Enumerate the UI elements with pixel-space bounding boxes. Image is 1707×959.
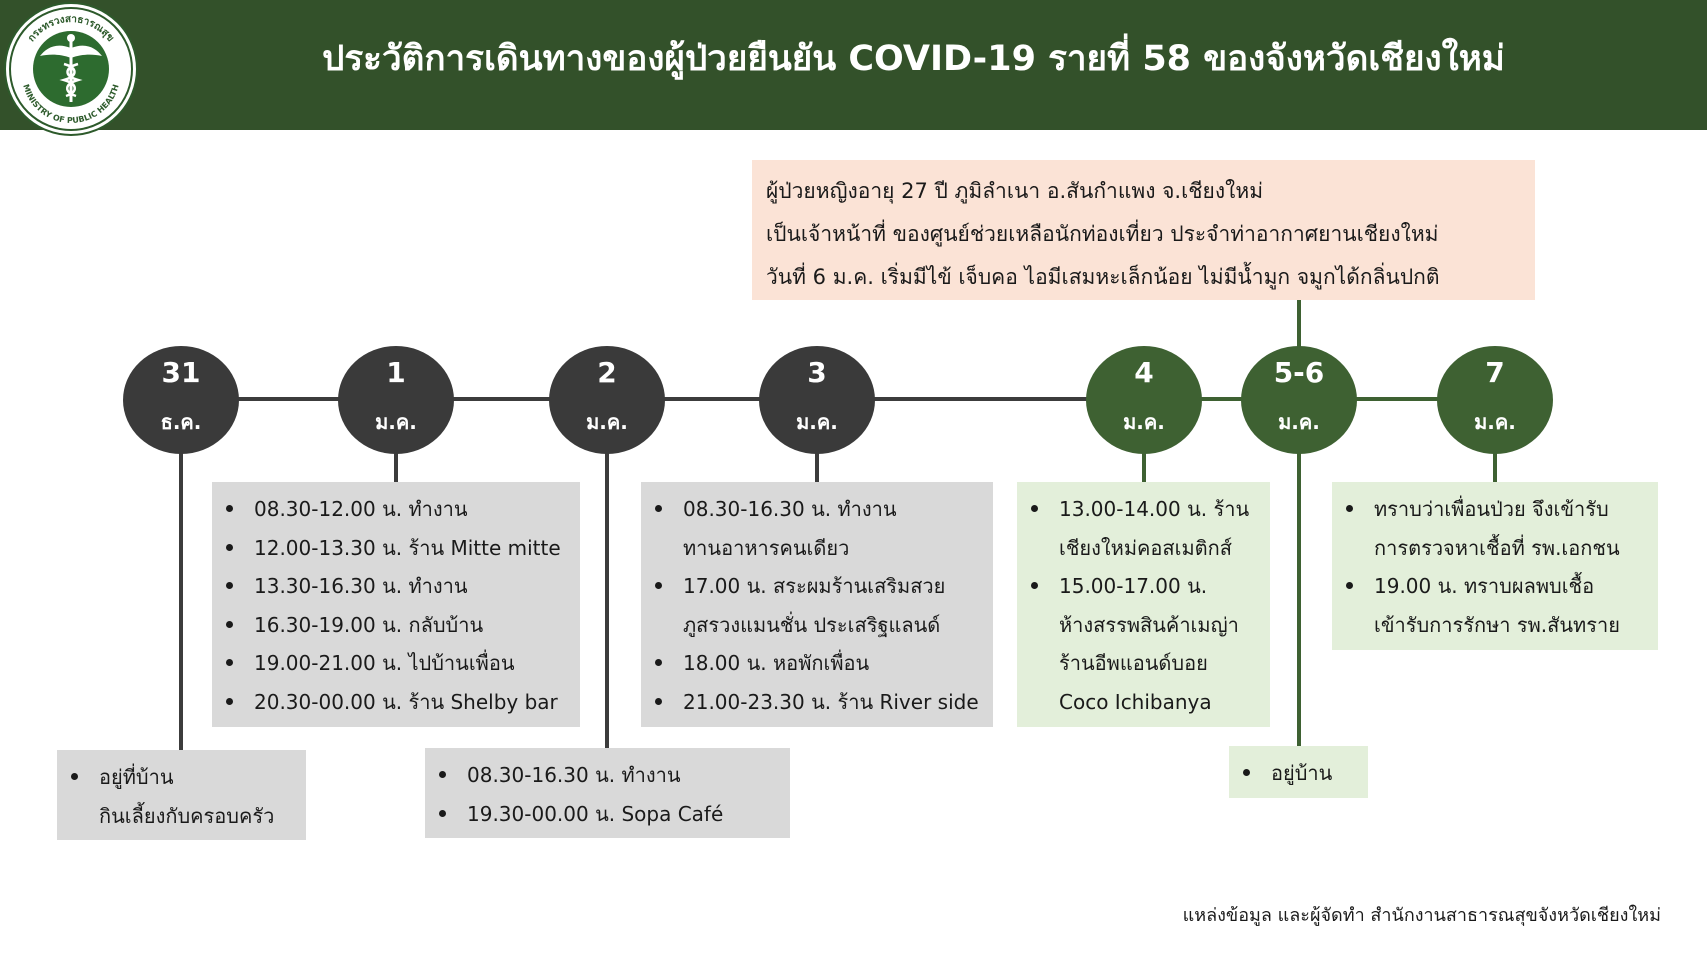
- node-day: 2: [597, 356, 617, 389]
- event-item: 17.00 น. สระผมร้านเสริมสวย ภูสรวงแมนชั่น…: [653, 567, 985, 644]
- event-item: อยู่ที่บ้าน กินเลี้ยงกับครอบครัว: [69, 758, 298, 835]
- page-title: ประวัติการเดินทางของผู้ป่วยยืนยัน COVID-…: [322, 39, 1505, 79]
- event-text: ร้านอีพแอนด์บอย: [1059, 651, 1208, 675]
- info-connector: [1297, 300, 1301, 352]
- event-text: เชียงใหม่คอสเมติกส์: [1059, 535, 1232, 560]
- connector-d56: [1297, 450, 1301, 750]
- events-1-jan: 08.30-12.00 น. ทำงาน 12.00-13.30 น. ร้าน…: [212, 482, 580, 727]
- node-day: 3: [807, 356, 827, 389]
- node-day: 5-6: [1273, 356, 1325, 389]
- connector-d31: [179, 450, 183, 750]
- patient-info-box: ผู้ป่วยหญิงอายุ 27 ปี ภูมิลำเนา อ.สันกำแ…: [752, 160, 1535, 300]
- node-month: ธ.ค.: [160, 410, 202, 434]
- event-item: 08.30-16.30 น. ทำงาน: [437, 756, 782, 795]
- node-day: 1: [386, 356, 406, 389]
- node-month: ม.ค.: [1278, 410, 1320, 434]
- event-item: 13.30-16.30 น. ทำงาน: [224, 567, 572, 606]
- connector-d2: [605, 450, 609, 750]
- timeline-node-2-jan: 2 ม.ค.: [549, 346, 665, 454]
- event-text: กินเลี้ยงกับครอบครัว: [99, 803, 275, 828]
- event-text: ภูสรวงแมนชั่น ประเสริฐแลนด์: [683, 612, 941, 637]
- node-month: ม.ค.: [796, 410, 838, 434]
- event-item: 13.00-14.00 น. ร้าน เชียงใหม่คอสเมติกส์: [1029, 490, 1262, 567]
- connector-d1: [394, 450, 398, 484]
- event-item: 20.30-00.00 น. ร้าน Shelby bar: [224, 683, 572, 722]
- event-item: ทราบว่าเพื่อนป่วย จึงเข้ารับ การตรวจหาเช…: [1344, 490, 1650, 567]
- node-month: ม.ค.: [586, 410, 628, 434]
- timeline-connector: [180, 397, 1180, 401]
- event-text: การตรวจหาเชื้อที่ รพ.เอกชน: [1374, 535, 1620, 560]
- event-item: 19.30-00.00 น. Sopa Café: [437, 795, 782, 834]
- connector-d4: [1142, 450, 1146, 484]
- info-line: วันที่ 6 ม.ค. เริ่มมีไข้ เจ็บคอ ไอมีเสมห…: [766, 265, 1440, 289]
- events-7-jan: ทราบว่าเพื่อนป่วย จึงเข้ารับ การตรวจหาเช…: [1332, 482, 1658, 650]
- event-item: 16.30-19.00 น. กลับบ้าน: [224, 606, 572, 645]
- timeline-node-5-6-jan: 5-6 ม.ค.: [1241, 346, 1357, 454]
- timeline-node-3-jan: 3 ม.ค.: [759, 346, 875, 454]
- source-credit: แหล่งข้อมูล และผู้จัดทำ สำนักงานสาธารณสุ…: [1182, 905, 1661, 926]
- event-text: 08.30-16.30 น. ทำงาน: [683, 497, 897, 521]
- event-item: 15.00-17.00 น. ห้างสรรพสินค้าเมญ่า ร้านอ…: [1029, 567, 1262, 721]
- connector-d3: [815, 450, 819, 484]
- event-text: ทานอาหารคนเดียว: [683, 535, 850, 560]
- node-day: 7: [1485, 356, 1505, 389]
- event-item: 12.00-13.30 น. ร้าน Mitte mitte: [224, 529, 572, 568]
- event-item: 19.00-21.00 น. ไปบ้านเพื่อน: [224, 644, 572, 683]
- events-4-jan: 13.00-14.00 น. ร้าน เชียงใหม่คอสเมติกส์ …: [1017, 482, 1270, 727]
- info-line: เป็นเจ้าหน้าที่ ของศูนย์ช่วยเหลือนักท่อง…: [766, 222, 1439, 246]
- event-text: Coco Ichibanya: [1059, 689, 1212, 714]
- event-text: 13.00-14.00 น. ร้าน: [1059, 497, 1250, 521]
- timeline-node-31-dec: 31 ธ.ค.: [123, 346, 239, 454]
- connector-d7: [1493, 450, 1497, 484]
- node-day: 31: [161, 356, 201, 389]
- event-item: 21.00-23.30 น. ร้าน River side: [653, 683, 985, 722]
- event-text: ห้างสรรพสินค้าเมญ่า: [1059, 612, 1239, 637]
- events-5-6-jan: อยู่บ้าน: [1229, 746, 1368, 798]
- event-text: อยู่ที่บ้าน: [99, 765, 174, 789]
- node-month: ม.ค.: [1123, 410, 1165, 434]
- event-item: 18.00 น. หอพักเพื่อน: [653, 644, 985, 683]
- timeline-node-1-jan: 1 ม.ค.: [338, 346, 454, 454]
- event-text: 17.00 น. สระผมร้านเสริมสวย: [683, 574, 946, 598]
- node-month: ม.ค.: [1474, 410, 1516, 434]
- event-item: 08.30-16.30 น. ทำงาน ทานอาหารคนเดียว: [653, 490, 985, 567]
- event-text: เข้ารับการรักษา รพ.สันทราย: [1374, 612, 1620, 637]
- event-text: 19.00 น. ทราบผลพบเชื้อ: [1374, 574, 1595, 598]
- timeline-node-7-jan: 7 ม.ค.: [1437, 346, 1553, 454]
- event-text: ทราบว่าเพื่อนป่วย จึงเข้ารับ: [1374, 497, 1609, 521]
- header-bar: กระทรวงสาธารณสุข MINISTRY OF PUBLIC HEAL…: [0, 0, 1707, 136]
- node-month: ม.ค.: [375, 410, 417, 434]
- node-day: 4: [1134, 356, 1154, 389]
- events-2-jan: 08.30-16.30 น. ทำงาน 19.30-00.00 น. Sopa…: [425, 748, 790, 838]
- timeline-node-4-jan: 4 ม.ค.: [1086, 346, 1202, 454]
- events-31-dec: อยู่ที่บ้าน กินเลี้ยงกับครอบครัว: [57, 750, 306, 840]
- events-3-jan: 08.30-16.30 น. ทำงาน ทานอาหารคนเดียว 17.…: [641, 482, 993, 727]
- event-text: 15.00-17.00 น.: [1059, 574, 1208, 598]
- event-item: อยู่บ้าน: [1241, 754, 1360, 793]
- event-item: 19.00 น. ทราบผลพบเชื้อ เข้ารับการรักษา ร…: [1344, 567, 1650, 644]
- info-line: ผู้ป่วยหญิงอายุ 27 ปี ภูมิลำเนา อ.สันกำแ…: [766, 179, 1264, 203]
- ministry-logo: กระทรวงสาธารณสุข MINISTRY OF PUBLIC HEAL…: [4, 2, 138, 136]
- ministry-seal-icon: กระทรวงสาธารณสุข MINISTRY OF PUBLIC HEAL…: [9, 7, 133, 131]
- event-item: 08.30-12.00 น. ทำงาน: [224, 490, 572, 529]
